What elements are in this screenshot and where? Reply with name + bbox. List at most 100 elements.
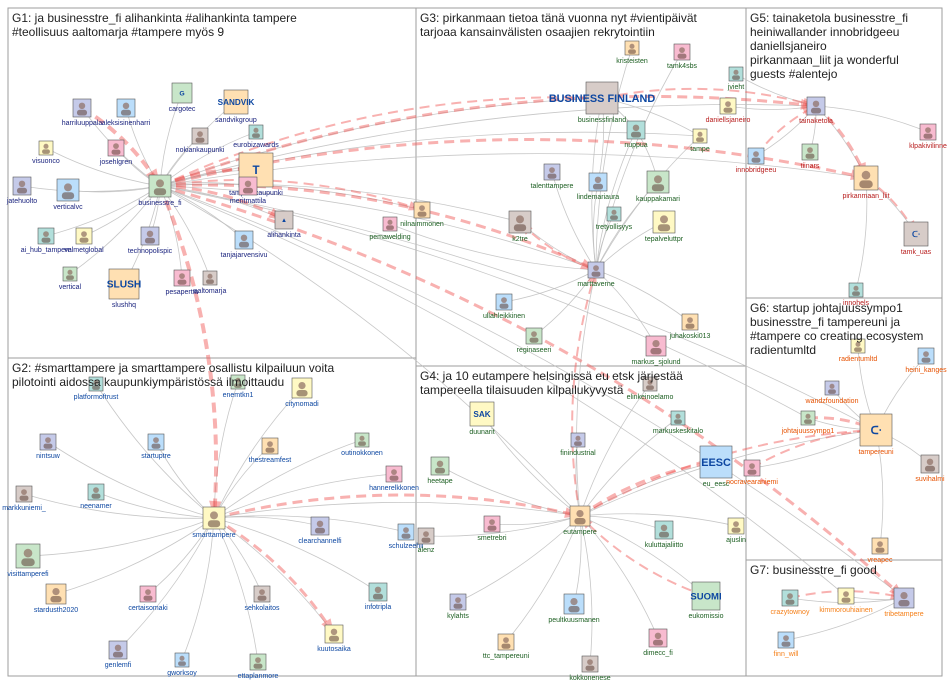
node-smarttampere[interactable]: smarttampere: [192, 506, 236, 539]
node-pemawelding[interactable]: pemawelding: [369, 216, 411, 241]
node-neenamer[interactable]: neenamer: [80, 483, 112, 510]
node-logo-icon: EESC: [701, 457, 731, 469]
node-tainaketola[interactable]: tainaketola: [799, 96, 833, 125]
node-finindustrial[interactable]: finindustrial: [560, 432, 596, 457]
node-jatehuolto[interactable]: jatehuolto: [6, 176, 37, 205]
node-nuppua[interactable]: nuppua: [624, 120, 648, 149]
node-vertical[interactable]: vertical: [59, 266, 82, 291]
node-tamk4sbs[interactable]: tamk4sbs: [667, 43, 697, 70]
node-kristeisten[interactable]: kristeisten: [616, 40, 648, 65]
node-elinkeinoelamo[interactable]: elinkeinoelamo: [627, 376, 674, 401]
node-juhakoski013[interactable]: juhakoski013: [669, 313, 711, 340]
node-kylahts[interactable]: kylahts: [447, 593, 469, 620]
node-heini-kanges[interactable]: heini_kanges: [905, 347, 947, 374]
node-tiinars[interactable]: tiinars: [801, 143, 820, 170]
node-kimmorouhiainen[interactable]: kimmorouhiainen: [819, 587, 873, 614]
node-eurobizawards[interactable]: eurobizawards: [233, 124, 279, 149]
node-outinokkonen[interactable]: outinokkonen: [341, 432, 383, 457]
node-nintsuw[interactable]: nintsuw: [36, 433, 61, 460]
node-sehkolaitos[interactable]: sehkolaitos: [244, 585, 280, 612]
node-talenttampere[interactable]: talenttampere: [531, 163, 574, 190]
node-finn-will[interactable]: finn_will: [774, 631, 799, 658]
node-dimecc-fi[interactable]: dimecc_fi: [643, 628, 673, 657]
node-nocravearaniemi[interactable]: nocravearaniemi: [726, 459, 778, 486]
node-hannerelkkonen[interactable]: hannerelkkonen: [369, 465, 419, 492]
node-aleksisinenharri[interactable]: aleksisinenharri: [102, 98, 151, 127]
node-kokkonenese[interactable]: kokkonenese: [569, 655, 611, 682]
node-suvihalmi[interactable]: suvihalmi: [915, 454, 945, 483]
node-innobridgeeu[interactable]: innobridgeeu: [736, 147, 777, 174]
node-eutampere[interactable]: eutampere: [563, 505, 597, 536]
node-ajuslin[interactable]: ajuslin: [726, 517, 746, 544]
node-startuptre[interactable]: startuptre: [141, 433, 171, 460]
node-thestreamfest[interactable]: thestreamfest: [249, 437, 291, 464]
node-meritmattila[interactable]: meritmattila: [230, 176, 266, 205]
node-gworksoy[interactable]: gworksoy: [167, 652, 197, 677]
node-smetrebri[interactable]: smetrebri: [477, 515, 507, 542]
node-aaltomarja[interactable]: aaltomarja: [194, 270, 227, 295]
node-crazytownoy[interactable]: crazytownoy: [771, 589, 810, 616]
node-nilnaimmonen[interactable]: nilnaimmonen: [400, 201, 444, 228]
node-schulzeehli[interactable]: schulzeehli: [389, 523, 424, 550]
node-kuutosaika[interactable]: kuutosaika: [317, 624, 351, 653]
node-nokiankaupunki[interactable]: nokiankaupunki: [176, 127, 225, 154]
node-valmetglobal[interactable]: valmetglobal: [64, 227, 104, 254]
node-ttc-tampereuni[interactable]: ttc_tampereuni: [483, 633, 530, 660]
node-klpakivilinne[interactable]: klpakivilinne: [909, 123, 947, 150]
node-pesaperttu[interactable]: pesaperttu: [165, 269, 199, 296]
node-reginaseeri[interactable]: reginaseeri: [517, 327, 552, 354]
node-markkuniemi-[interactable]: markkuniemi_: [2, 485, 46, 512]
node-harriluuppala[interactable]: harriluuppala: [62, 98, 103, 127]
node-markus-sjolund[interactable]: markus_sjolund: [631, 335, 681, 366]
node-vreapec[interactable]: vreapec: [868, 537, 893, 564]
node-ullahleikkinen[interactable]: ullahleikkinen: [483, 293, 525, 320]
node-citynomadi[interactable]: citynomadi: [285, 377, 319, 408]
node-radientumltd[interactable]: radientumltd: [839, 338, 878, 363]
node-tretyollisyys[interactable]: tretyollisyys: [596, 206, 633, 231]
node-ai-hub-tampere[interactable]: ai_hub_tampere: [21, 227, 72, 254]
node-kauppakamari[interactable]: kauppakamari: [636, 170, 680, 203]
node-peultkuusmanen[interactable]: peultkuusmanen: [548, 593, 600, 624]
node-marttaverne[interactable]: marttaverne: [577, 261, 615, 288]
node-infotripla[interactable]: infotripla: [365, 582, 392, 611]
node-tribetampere[interactable]: tribetampere: [884, 587, 924, 618]
node-markuskeskitalo[interactable]: markuskeskitalo: [653, 410, 703, 435]
node-visuonco[interactable]: visuonco: [32, 140, 60, 165]
node-wandzfoundation[interactable]: wandzfoundation: [805, 380, 859, 405]
node-kuluttajaliitto[interactable]: kuluttajaliitto: [645, 520, 684, 549]
node-genlemfi[interactable]: genlemfi: [105, 640, 132, 669]
node-tampe[interactable]: tampe: [690, 128, 710, 153]
node-alihankinta[interactable]: ▲alihankinta: [267, 210, 301, 239]
node-tanjajarvensivu[interactable]: tanjajarvensivu: [221, 230, 268, 259]
node-clearchannelfi[interactable]: clearchannelfi: [298, 516, 342, 545]
node-alenz[interactable]: alenz: [418, 527, 435, 554]
node-lindemariaura[interactable]: lindemariaura: [577, 172, 620, 201]
node-innohels[interactable]: innohels: [843, 282, 870, 307]
node-visittamperefi[interactable]: visittamperefi: [7, 543, 49, 578]
node-certaisomaki[interactable]: certaisomaki: [128, 585, 168, 612]
node-businesstre-fi[interactable]: businesstre_fi: [138, 174, 182, 207]
node-stardusth2020[interactable]: stardusth2020: [34, 583, 78, 614]
node-jvieht[interactable]: jvieht: [727, 66, 744, 91]
node-k2tre[interactable]: k2tre: [508, 210, 532, 243]
node-platformoftrust[interactable]: platformoftrust: [74, 376, 119, 401]
node-johtajuussympo1[interactable]: johtajuussympo1: [781, 410, 835, 435]
node-technopolispic[interactable]: technopolispic: [128, 226, 173, 255]
node-ettaplanmore[interactable]: ettaplanmore: [238, 653, 279, 680]
node-daniellsjaneiro[interactable]: daniellsjaneiro: [706, 97, 751, 124]
node-heetape[interactable]: heetape: [427, 456, 453, 485]
node-pirkanmaan-liit[interactable]: pirkanmaan_liit: [842, 165, 890, 200]
node-josehlgren[interactable]: josehlgren: [99, 139, 132, 166]
node-verticalvc[interactable]: verticalvc: [53, 178, 83, 211]
node-enemtkn1[interactable]: enemtkn1: [223, 374, 254, 399]
node-tepalveluttpr[interactable]: tepalveluttpr: [645, 210, 684, 243]
